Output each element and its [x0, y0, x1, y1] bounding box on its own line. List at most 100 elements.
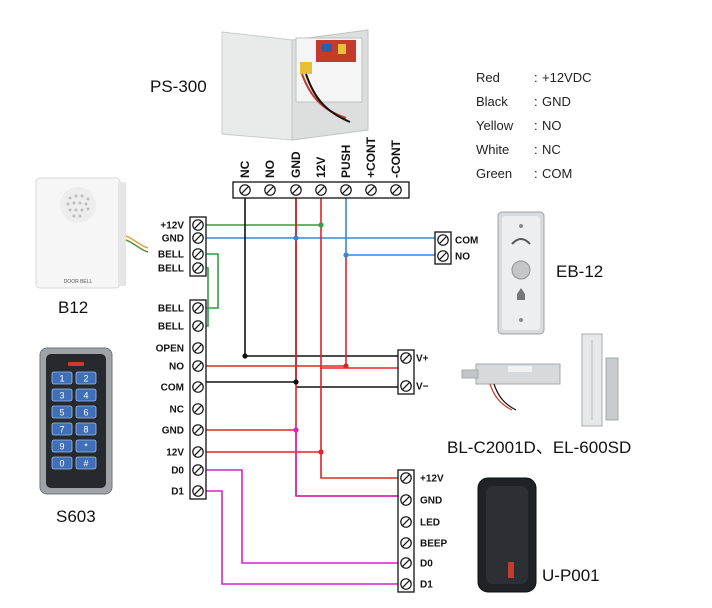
- legend-meaning: NO: [542, 118, 562, 133]
- junction-dot: [318, 449, 324, 455]
- screw-slot: [342, 186, 350, 194]
- keypad-key: 1: [51, 371, 73, 385]
- keypad-key-label: *: [84, 442, 88, 452]
- terminal-label: D1: [171, 487, 184, 498]
- terminal-label: NO: [263, 160, 277, 178]
- screw-slot: [439, 252, 447, 260]
- wire-magenta-d0: [198, 469, 400, 564]
- terminal-label: D0: [420, 559, 433, 570]
- keypad-key-label: 8: [83, 425, 88, 435]
- legend-separator: :: [534, 70, 538, 85]
- screw-slot: [194, 221, 202, 229]
- legend-row-black: Black : GND: [476, 94, 571, 109]
- legend-color-name: White: [476, 142, 509, 157]
- screw-slot: [194, 264, 202, 272]
- wire-red-push: [198, 255, 347, 367]
- screw-slot: [194, 466, 202, 474]
- screw-slot: [317, 186, 325, 194]
- screw-slot: [241, 186, 249, 194]
- legend-row-green: Green : COM: [476, 166, 572, 181]
- wires: [198, 192, 437, 585]
- keypad-key: 6: [75, 405, 97, 419]
- wire-color-legend: Red : +12VDC Black : GND Yellow : NO Whi…: [476, 70, 592, 181]
- keypad-key-label: 4: [83, 391, 88, 401]
- keypad-key-label: #: [83, 459, 88, 469]
- terminal-label: 12V: [166, 448, 184, 459]
- screw-slot: [439, 236, 447, 244]
- screw-slot: [194, 322, 202, 330]
- legend-separator: :: [534, 94, 538, 109]
- screw-slot: [194, 344, 202, 352]
- wire-magenta-d1: [198, 490, 400, 585]
- screw-slot: [402, 474, 410, 482]
- junction-dot: [293, 379, 299, 385]
- terminal-label: +12V: [420, 474, 444, 485]
- terminal-label: D0: [171, 466, 184, 477]
- keypad-key: 7: [51, 422, 73, 436]
- terminal-label: BELL: [158, 264, 184, 275]
- wire-red-12v-col: [320, 192, 400, 479]
- exit-button-model-label: EB-12: [556, 262, 603, 281]
- keypad-key: 8: [75, 422, 97, 436]
- legend-meaning: +12VDC: [542, 70, 592, 85]
- legend-separator: :: [534, 118, 538, 133]
- reader-terminal-block-body: [397, 469, 415, 593]
- screw-slot: [292, 186, 300, 194]
- screw-slot: [402, 518, 410, 526]
- screw-slot: [194, 383, 202, 391]
- keypad-key-label: 6: [83, 408, 88, 418]
- terminal-label: GND: [162, 426, 184, 437]
- keypad-key-label: 0: [59, 459, 64, 469]
- terminal-label: +12V: [160, 221, 184, 232]
- terminal-label: BELL: [158, 250, 184, 261]
- legend-color-name: Green: [476, 166, 512, 181]
- doorbell-brand-text: DOOR BELL: [64, 279, 93, 285]
- terminal-label: V+: [416, 354, 429, 365]
- screw-slot: [194, 426, 202, 434]
- keypad-key: 9: [51, 439, 73, 453]
- terminal-label: NC: [238, 160, 252, 178]
- keypad-key: 2: [75, 371, 97, 385]
- junction-dot: [318, 222, 324, 228]
- terminal-label: COM: [161, 383, 184, 394]
- screw-slot: [402, 580, 410, 588]
- screw-slot: [194, 250, 202, 258]
- reader-model-label: U-P001: [542, 566, 600, 585]
- keypad-key: 5: [51, 405, 73, 419]
- legend-color-name: Red: [476, 70, 500, 85]
- screw-slot: [194, 362, 202, 370]
- wire-black-nc: [244, 192, 400, 357]
- wire-blue-push: [345, 192, 437, 256]
- keypad-key: 3: [51, 388, 73, 402]
- wire-black-gnd-to-lock: [198, 192, 297, 383]
- screw-slot: [402, 382, 410, 390]
- legend-separator: :: [534, 142, 538, 157]
- lock-terminal-block: V+ V−: [397, 349, 429, 395]
- junction-dot: [293, 427, 299, 433]
- lock-model-label: BL-C2001D、EL-600SD: [447, 438, 631, 457]
- keypad-key: 4: [75, 388, 97, 402]
- legend-row-white: White : NC: [476, 142, 561, 157]
- terminal-label: V−: [416, 382, 429, 393]
- terminal-label: D1: [420, 580, 433, 591]
- keypad-key-label: 9: [59, 442, 64, 452]
- card-reader-image: [477, 477, 537, 593]
- screw-slot: [194, 234, 202, 242]
- legend-separator: :: [534, 166, 538, 181]
- screw-slot: [194, 448, 202, 456]
- screw-slot: [194, 405, 202, 413]
- screw-slot: [266, 186, 274, 194]
- legend-color-name: Yellow: [476, 118, 514, 133]
- terminal-label: 12V: [314, 157, 328, 178]
- exit-button-image: [497, 211, 545, 335]
- screw-slot: [392, 186, 400, 194]
- terminal-label: +CONT: [364, 136, 378, 178]
- legend-row-yellow: Yellow : NO: [476, 118, 562, 133]
- magnetic-lock-image: [581, 333, 619, 427]
